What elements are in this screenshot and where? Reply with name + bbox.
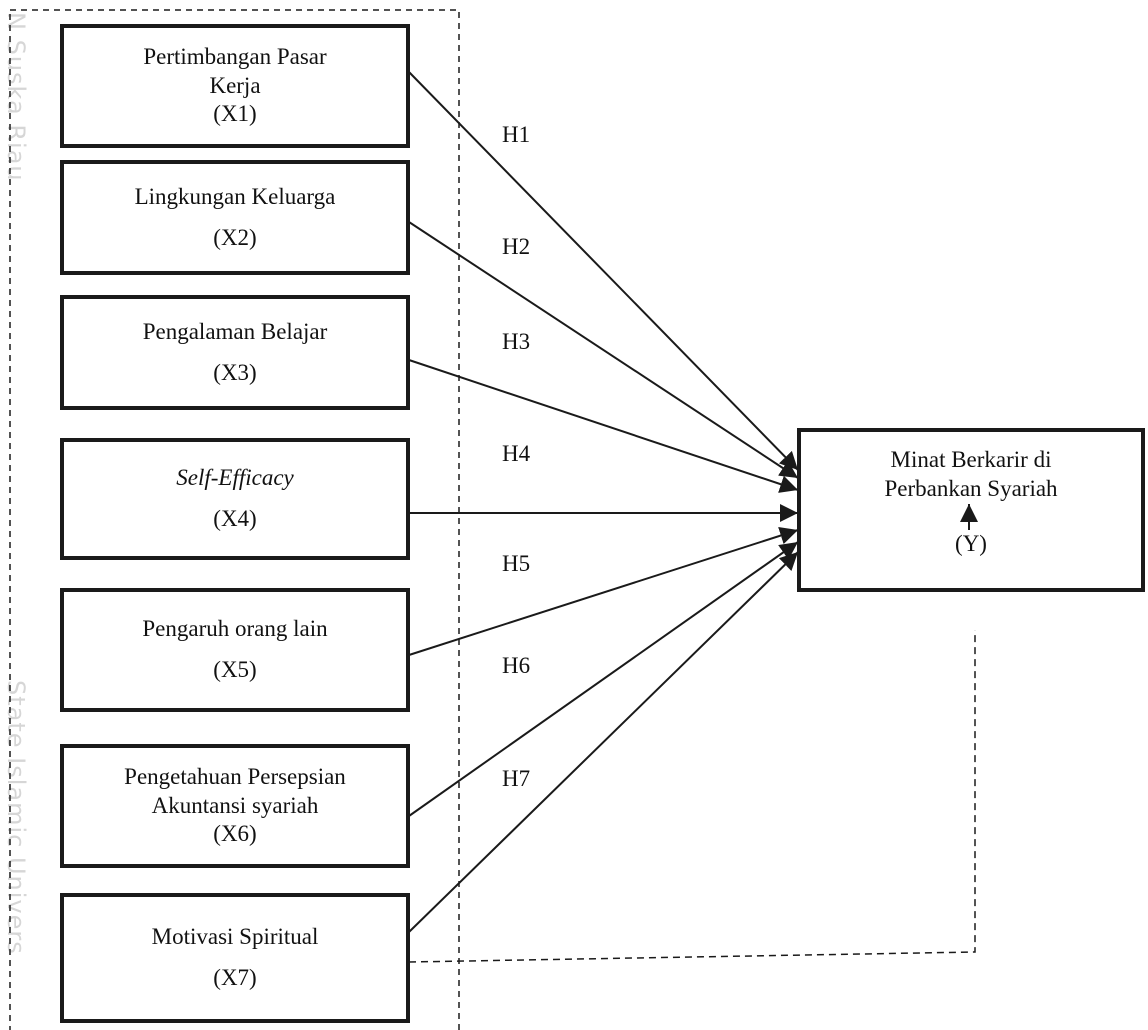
dependent-name-line: Minat Berkarir di [890, 447, 1052, 472]
variable-box-x7: Motivasi Spiritual (X7) [60, 893, 410, 1023]
variable-code: (X6) [213, 821, 257, 847]
hypothesis-label-h7: H7 [502, 766, 531, 791]
variable-code: (X7) [213, 965, 257, 990]
dependent-variable-box: Minat Berkarir di Perbankan Syariah (Y) [797, 428, 1145, 592]
variable-name-line: Lingkungan Keluarga [134, 183, 336, 209]
variable-box-x2: Lingkungan Keluarga (X2) [60, 160, 410, 275]
hypothesis-label-h6: H6 [502, 653, 531, 678]
dependent-name-line: Perbankan Syariah [884, 475, 1058, 501]
variable-code: (X1) [213, 101, 257, 127]
arrow-h2 [408, 221, 799, 479]
variable-box-x1: Pertimbangan Pasar Kerja (X1) [60, 24, 410, 148]
variable-name-line: Kerja [209, 72, 261, 98]
arrow-h1 [408, 71, 799, 471]
variable-name-line: Motivasi Spiritual [151, 924, 319, 950]
variable-box-x4: Self-Efficacy (X4) [60, 438, 410, 560]
dependent-code: (Y) [955, 530, 987, 556]
variable-name-line: Pengetahuan Persepsian [124, 763, 346, 789]
simultaneous-dashed-path [408, 630, 976, 963]
variable-name-line: Pengaruh orang lain [142, 616, 328, 642]
variable-box-x5: Pengaruh orang lain (X5) [60, 588, 410, 712]
hypothesis-label-h5: H5 [502, 551, 531, 576]
hypothesis-label-h4: H4 [502, 441, 531, 466]
variable-box-x3: Pengalaman Belajar (X3) [60, 295, 410, 410]
variable-code: (X2) [213, 224, 257, 250]
variable-code: (X3) [213, 359, 257, 385]
variable-name-line: Akuntansi syariah [151, 792, 319, 818]
variable-name-line: Pengalaman Belajar [142, 318, 328, 344]
variable-name-line: Pertimbangan Pasar [143, 43, 327, 69]
hypothesis-label-h1: H1 [502, 122, 531, 147]
variable-box-x6: Pengetahuan Persepsian Akuntansi syariah… [60, 744, 410, 868]
arrow-h6 [408, 541, 799, 817]
arrow-h7 [408, 551, 799, 933]
variable-code: (X5) [213, 657, 257, 682]
variable-name-line: Self-Efficacy [176, 465, 294, 491]
arrow-h3 [408, 359, 799, 493]
hypothesis-label-h3: H3 [502, 329, 531, 354]
variable-code: (X4) [213, 506, 257, 531]
arrow-h5 [408, 526, 799, 656]
hypothesis-label-h2: H2 [502, 234, 531, 259]
independent-group-frame [9, 9, 460, 1030]
